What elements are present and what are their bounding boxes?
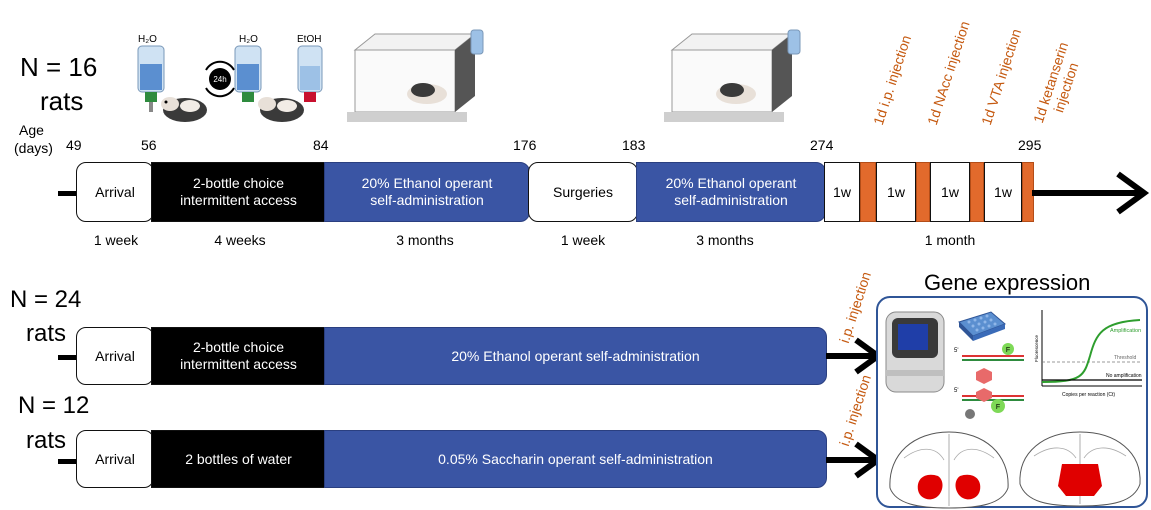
age-176: 176 [513, 137, 537, 153]
duration-3-months-b: 3 months [696, 232, 754, 248]
injection-day-1 [860, 162, 876, 222]
injection-label-ip: 1d i.p. injection [870, 33, 915, 127]
two-bottle-illustration: 24h [137, 45, 323, 122]
age-49: 49 [66, 137, 82, 153]
svg-text:Amplification: Amplification [1110, 328, 1141, 334]
timeline-start-stub-row3 [58, 459, 78, 464]
primer-probe-schematic: 5' 5' F F [954, 343, 1024, 419]
two-bottle-block-row2: 2-bottle choice intermittent access [151, 327, 326, 385]
week-2: 1w [876, 162, 916, 222]
svg-text:Fluorescence: Fluorescence [1034, 334, 1039, 362]
ethanol-block-1-row1: 20% Ethanol operant self-administration [324, 162, 530, 222]
duration-1-month: 1 month [924, 232, 976, 248]
injection-day-3 [970, 162, 984, 222]
svg-text:5': 5' [954, 348, 958, 354]
svg-text:Copies per reaction (Ct): Copies per reaction (Ct) [1062, 392, 1115, 398]
week-1: 1w [824, 162, 860, 222]
saccharin-block-row3: 0.05% Saccharin operant self-administrat… [324, 430, 827, 488]
svg-text:F: F [1006, 347, 1010, 354]
age-295: 295 [1018, 137, 1042, 153]
injection-day-2 [916, 162, 930, 222]
age-label: Age [19, 122, 44, 138]
age-84: 84 [313, 137, 329, 153]
rats-label-row1: rats [40, 86, 84, 116]
brain-section-vta [1019, 431, 1141, 507]
rats-label-row3: rats [26, 427, 67, 454]
bottle-label-h2o-1: H₂O [138, 34, 157, 45]
bottle-label-etoh: EtOH [297, 34, 322, 45]
two-bottle-block-row1: 2-bottle choice intermittent access [151, 162, 326, 222]
n-label-row3: N = 12 [18, 392, 90, 419]
duration-4-weeks: 4 weeks [214, 232, 266, 248]
duration-1-week-b: 1 week [560, 232, 606, 248]
age-unit-label: (days) [14, 140, 53, 156]
brain-section-nacc [889, 431, 1009, 509]
n-label-row2: N = 24 [10, 286, 82, 313]
duration-3-months-a: 3 months [396, 232, 454, 248]
injection-label-vta: 1d VTA injection [978, 26, 1025, 127]
duration-1-week-a: 1 week [93, 232, 139, 248]
svg-text:Threshold: Threshold [1114, 355, 1136, 361]
bottle-label-h2o-2: H₂O [239, 34, 258, 45]
svg-text:No amplification: No amplification [1106, 373, 1142, 379]
week-4: 1w [984, 162, 1022, 222]
age-56: 56 [141, 137, 157, 153]
svg-text:5': 5' [954, 388, 958, 394]
arrival-block-row2: Arrival [76, 327, 154, 385]
qpcr-machine-icon [885, 311, 945, 393]
n-label-row1: N = 16 [20, 52, 98, 82]
ethanol-block-row2: 20% Ethanol operant self-administration [324, 327, 827, 385]
timeline-start-stub [58, 191, 78, 196]
gene-expression-title: Gene expression [920, 270, 1095, 296]
age-274: 274 [810, 137, 834, 153]
amplification-curve-plot: Amplification Threshold No amplification… [1034, 310, 1142, 398]
svg-text:F: F [996, 404, 1000, 411]
pcr-plate-icon [958, 311, 1006, 341]
timeline-arrow-row1 [1032, 171, 1150, 215]
timeline-start-stub-row2 [58, 355, 78, 360]
arrow-row2 [826, 337, 884, 375]
age-183: 183 [622, 137, 646, 153]
injection-label-nacc: 1d NAcc injection [924, 19, 973, 127]
injection-label-ketanserin: 1d ketanserin injection [1030, 40, 1082, 125]
surgeries-block: Surgeries [528, 162, 638, 222]
rats-label-row2: rats [26, 320, 67, 347]
timer-label: 24h [213, 75, 226, 84]
arrival-block-row3: Arrival [76, 430, 154, 488]
arrival-block-row1: Arrival [76, 162, 154, 222]
operant-chamber-illustration-2 [664, 29, 801, 122]
arrow-row3 [826, 441, 884, 479]
water-block-row3: 2 bottles of water [151, 430, 326, 488]
injection-label-row2: i.p. injection [836, 269, 875, 345]
ethanol-block-2-row1: 20% Ethanol operant self-administration [636, 162, 826, 222]
operant-chamber-illustration-1 [347, 29, 484, 122]
week-3: 1w [930, 162, 970, 222]
injection-label-row3: i.p. injection [836, 372, 875, 448]
